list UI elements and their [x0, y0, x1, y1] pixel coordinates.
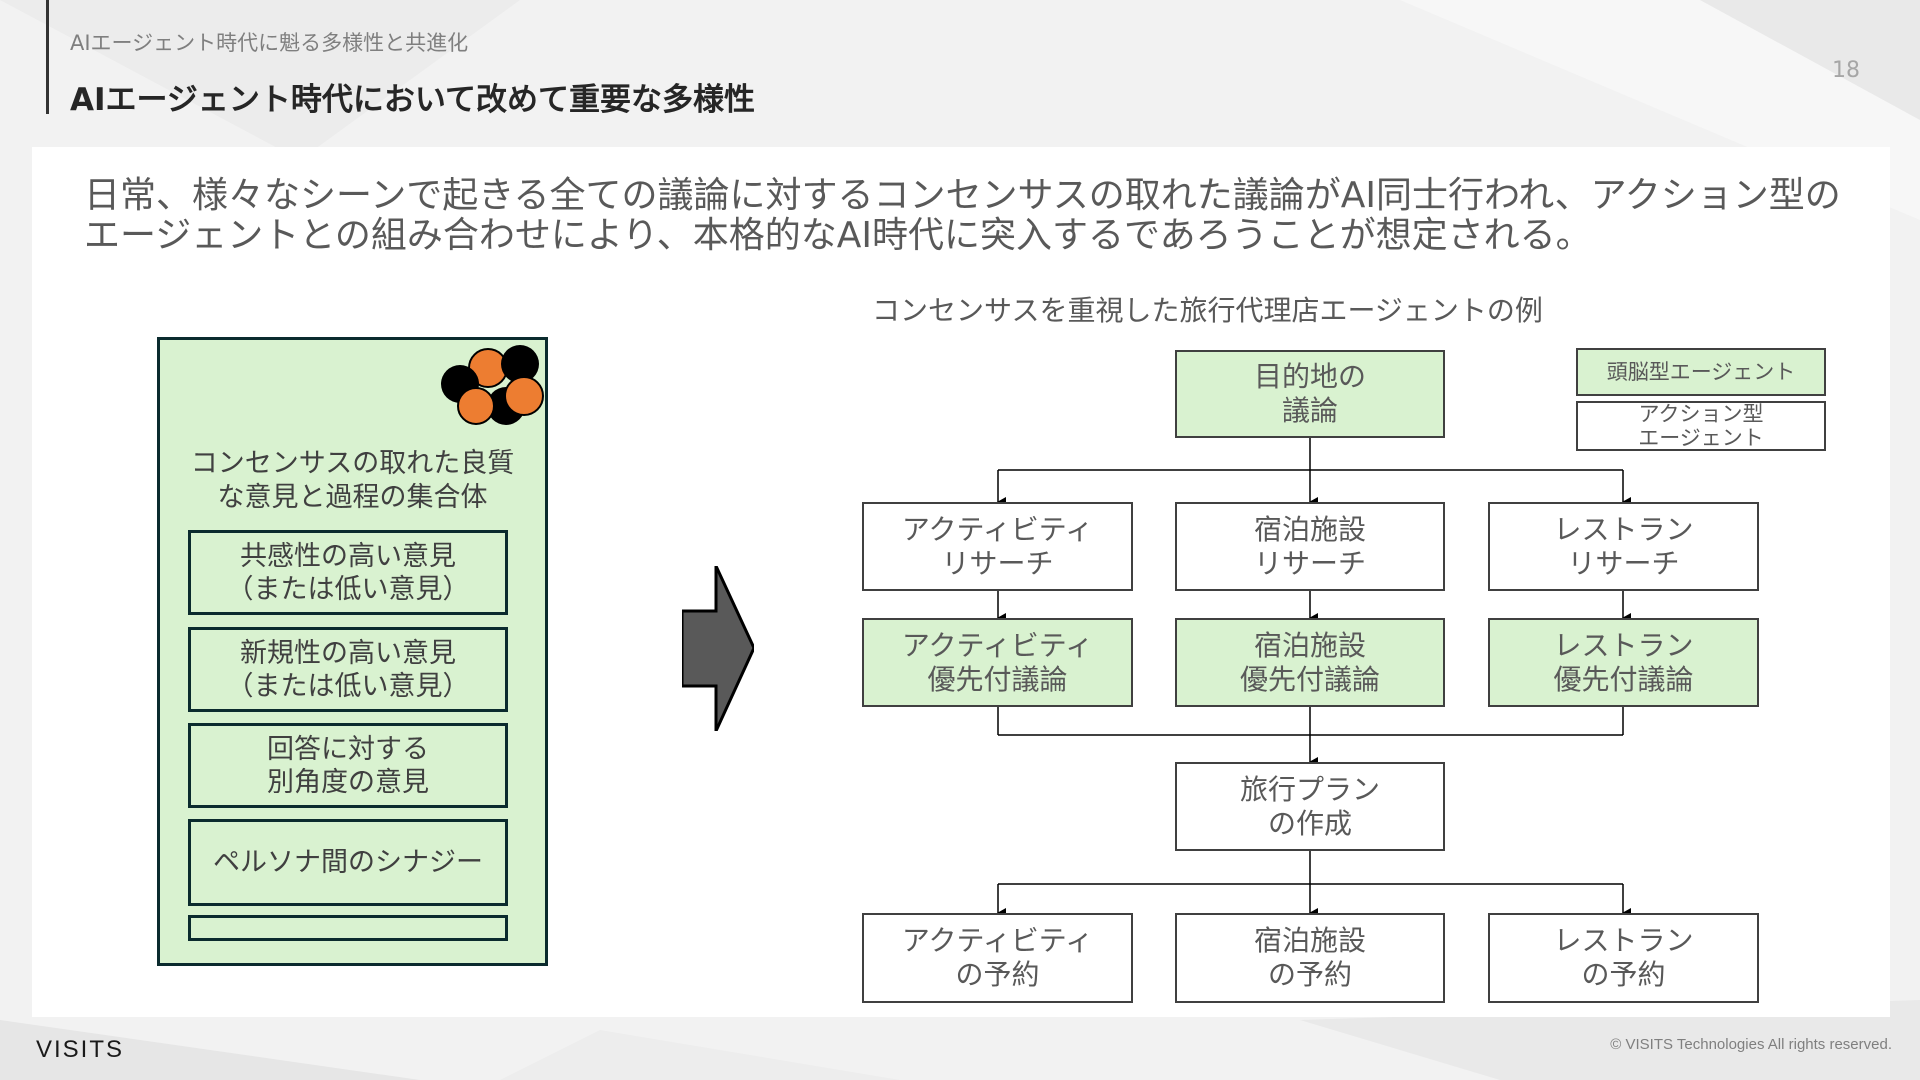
node-travel-plan: 旅行プラン の作成 [1175, 762, 1445, 851]
section-subtitle: AIエージェント時代に魁る多様性と共進化 [70, 31, 469, 55]
node-restaurant-prioritization: レストラン 優先付議論 [1488, 618, 1759, 707]
header-accent-bar [46, 0, 49, 114]
legend-action-agent: アクション型 エージェント [1576, 401, 1826, 451]
legend-brain-agent: 頭脳型エージェント [1576, 348, 1826, 396]
page-title: AIエージェント時代において改めて重要な多様性 [70, 82, 755, 118]
lead-line-1: 日常、様々なシーンで起きる全ての議論に対するコンセンサスの取れた議論がAI同士行… [84, 175, 1841, 216]
node-restaurant-research: レストラン リサーチ [1488, 502, 1759, 591]
lead-text: 日常、様々なシーンで起きる全ての議論に対するコンセンサスの取れた議論がAI同士行… [84, 176, 1864, 256]
page-number: 18 [1832, 58, 1860, 83]
right-arrow-icon [682, 566, 754, 731]
node-activity-prioritization: アクティビティ 優先付議論 [862, 618, 1133, 707]
opinion-empathy: 共感性の高い意見 （または低い意見） [188, 530, 508, 615]
node-lodging-research: 宿泊施設 リサーチ [1175, 502, 1445, 591]
consensus-collection-title: コンセンサスの取れた良質 な意見と過程の集合体 [190, 448, 515, 513]
diagram-title: コンセンサスを重視した旅行代理店エージェントの例 [872, 294, 1543, 327]
node-destination-discussion: 目的地の 議論 [1175, 350, 1445, 438]
opinion-alternative-angle: 回答に対する 別角度の意見 [188, 723, 508, 808]
visits-logo: VISITS [36, 1036, 125, 1063]
node-lodging-prioritization: 宿泊施設 優先付議論 [1175, 618, 1445, 707]
node-restaurant-booking: レストラン の予約 [1488, 913, 1759, 1003]
copyright-notice: © VISITS Technologies All rights reserve… [1610, 1036, 1892, 1053]
opinion-novelty: 新規性の高い意見 （または低い意見） [188, 627, 508, 712]
lead-line-2: エージェントとの組み合わせにより、本格的なAI時代に突入するであろうことが想定さ… [84, 215, 1592, 256]
node-activity-research: アクティビティ リサーチ [862, 502, 1133, 591]
node-activity-booking: アクティビティ の予約 [862, 913, 1133, 1003]
opinion-persona-synergy: ペルソナ間のシナジー [188, 819, 508, 906]
opinion-empty-slot [188, 915, 508, 941]
node-lodging-booking: 宿泊施設 の予約 [1175, 913, 1445, 1003]
persona-dots-icon [441, 345, 544, 425]
